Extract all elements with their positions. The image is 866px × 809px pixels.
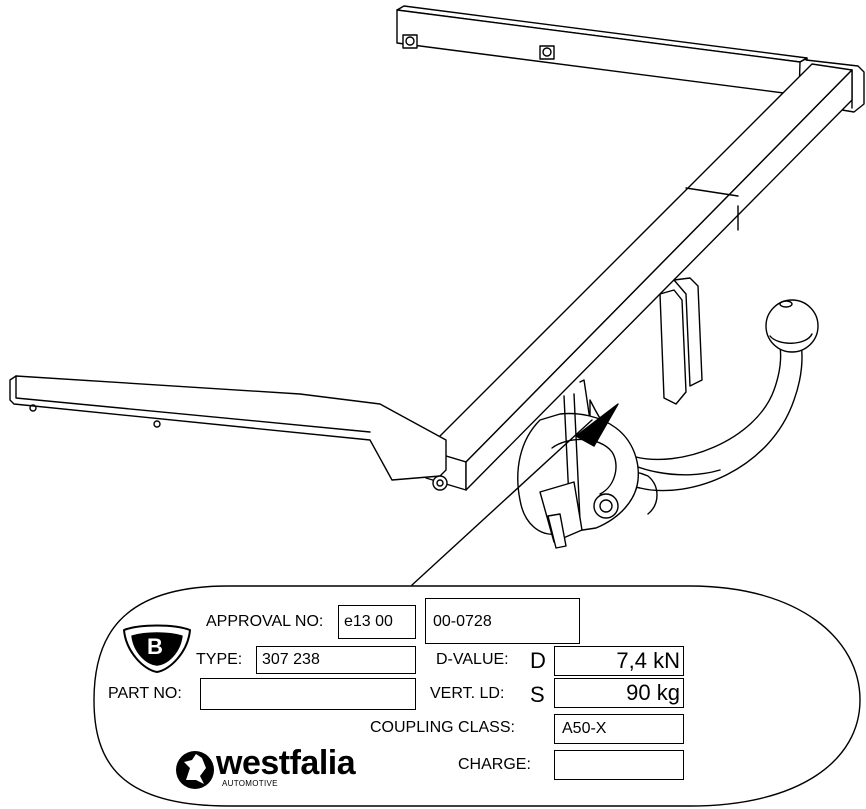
lower-side-arm: [9, 375, 448, 491]
dvalue-value-box: [554, 646, 684, 676]
approval-value-box-2: [425, 598, 580, 644]
coupling-label: COUPLING CLASS:: [370, 719, 515, 736]
bracket-hole-1: [402, 34, 418, 49]
vertld-value: 90 kg: [626, 680, 680, 705]
approval-value-2: 00-0728: [433, 613, 492, 630]
locking-mechanism: [517, 393, 639, 549]
approval-value-1: e13 00: [344, 613, 393, 630]
plate-location-arrow: [411, 403, 619, 586]
main-cross-beam: [425, 63, 853, 491]
vertld-value-box: [554, 678, 684, 708]
approval-label: APPROVAL NO:: [206, 613, 324, 630]
brand-name: westfalia: [216, 744, 356, 782]
coupling-value-box: [554, 714, 684, 744]
mounting-plate: [579, 277, 703, 425]
approval-value-box-1: [338, 605, 416, 639]
brand-subtitle: AUTOMOTIVE: [222, 779, 278, 788]
approval-badge-letter: B: [147, 634, 163, 659]
vertld-label: VERT. LD:: [430, 685, 505, 702]
type-value-box: [256, 646, 416, 674]
horse-logo-icon: [176, 751, 214, 789]
type-label: TYPE:: [196, 651, 243, 668]
approval-badge-icon: [123, 624, 191, 673]
part-value-box: [200, 678, 416, 710]
vertld-symbol: S: [530, 682, 545, 707]
dvalue-symbol: D: [530, 648, 546, 673]
bracket-hole-2: [539, 45, 555, 60]
coupling-value: A50-X: [562, 720, 607, 737]
dvalue-label: D-VALUE:: [436, 651, 509, 668]
dvalue-value: 7,4 kN: [616, 648, 680, 673]
tow-ball: [765, 299, 819, 353]
charge-value-box: [554, 750, 684, 780]
type-value: 307 238: [262, 651, 320, 668]
charge-label: CHARGE:: [458, 756, 531, 773]
part-label: PART NO:: [108, 685, 182, 702]
